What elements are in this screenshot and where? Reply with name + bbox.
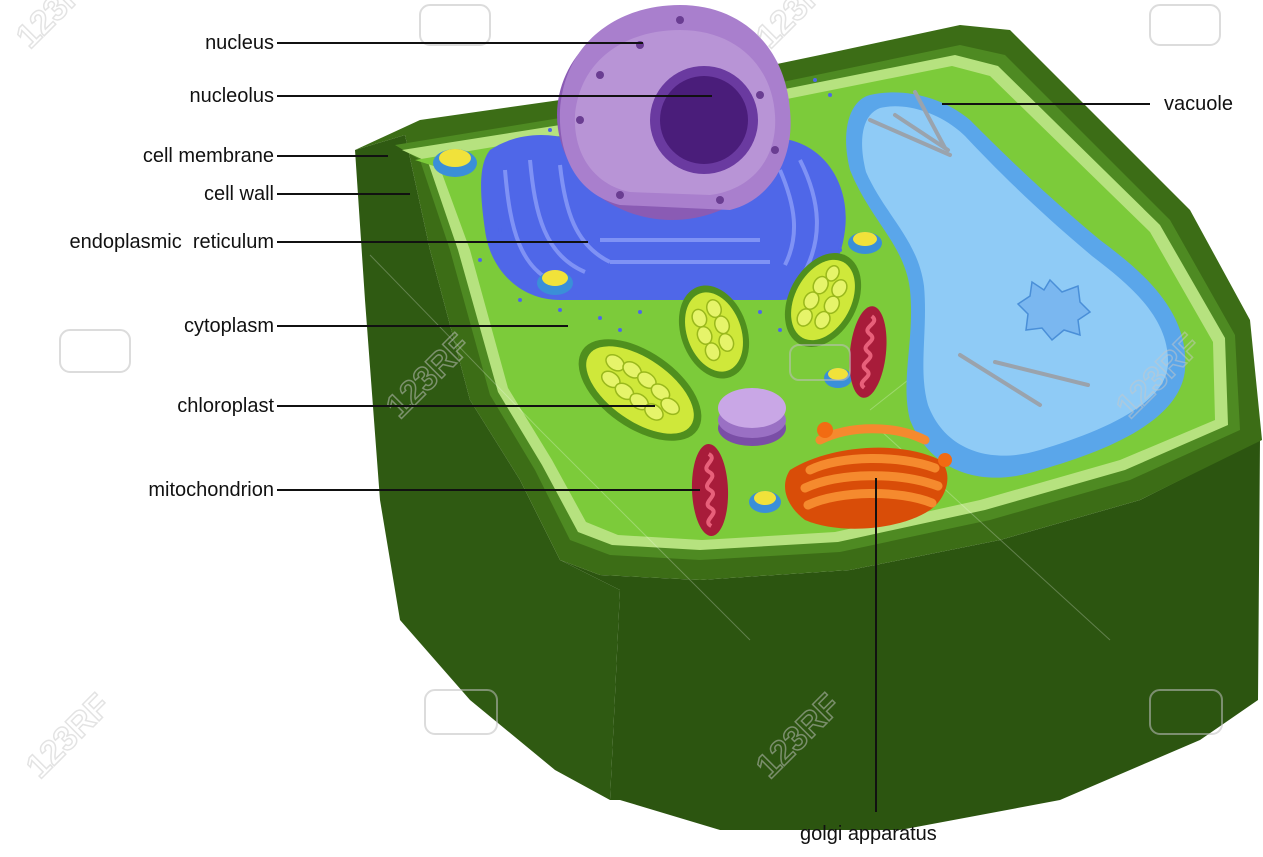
small-organelle bbox=[718, 388, 786, 446]
watermark-badge bbox=[1150, 5, 1220, 45]
watermark-text: 123RF bbox=[9, 0, 108, 56]
label-nucleus: nucleus bbox=[205, 31, 274, 55]
label-mitochondrion: mitochondrion bbox=[148, 478, 274, 502]
watermark-badge bbox=[60, 330, 130, 372]
watermark-text: 123RF bbox=[19, 687, 118, 786]
vesicle bbox=[848, 232, 882, 254]
label-vacuole: vacuole bbox=[1164, 92, 1233, 116]
label-cell-membrane: cell membrane bbox=[143, 144, 274, 168]
label-endoplasmic-reticulum: endoplasmic reticulum bbox=[69, 230, 274, 254]
label-cytoplasm: cytoplasm bbox=[184, 314, 274, 338]
nucleus bbox=[557, 5, 791, 220]
label-chloroplast: chloroplast bbox=[177, 394, 274, 418]
label-golgi-apparatus: golgi apparatus bbox=[800, 822, 937, 846]
label-nucleolus: nucleolus bbox=[189, 84, 274, 108]
vesicle bbox=[433, 149, 477, 177]
nucleolus-shape bbox=[660, 76, 748, 164]
label-cell-wall: cell wall bbox=[204, 182, 274, 206]
vesicle bbox=[749, 491, 781, 513]
watermark-badge bbox=[420, 5, 490, 45]
